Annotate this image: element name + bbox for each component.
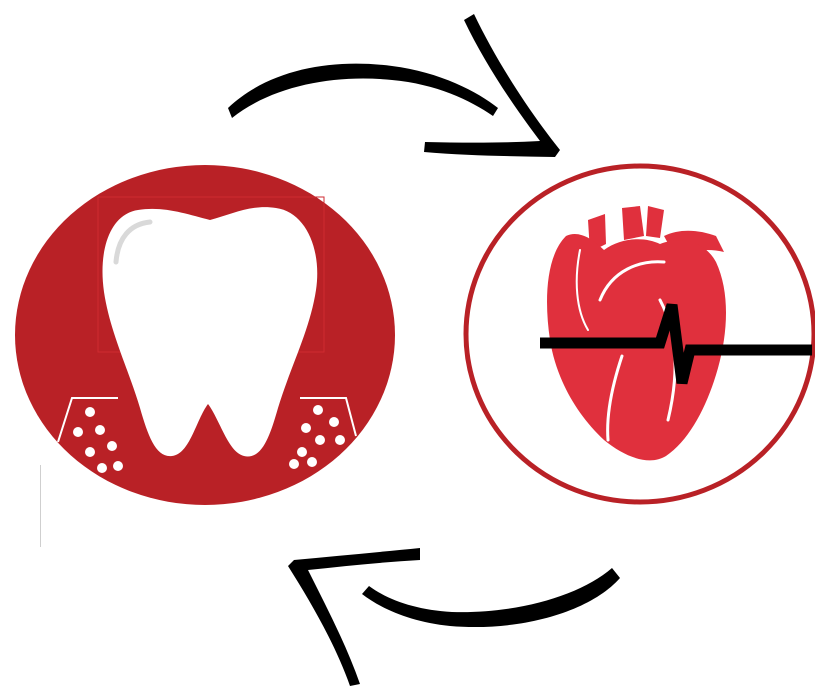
arrow-tooth-to-heart — [228, 14, 560, 157]
divider-fragment — [40, 465, 41, 547]
tooth-node — [15, 165, 395, 505]
arrow-curve-top — [228, 64, 498, 118]
arrowhead-bottom — [288, 548, 420, 686]
heart-node — [466, 166, 814, 502]
arrow-heart-to-tooth — [288, 548, 620, 686]
arrow-curve-bottom — [362, 568, 620, 627]
